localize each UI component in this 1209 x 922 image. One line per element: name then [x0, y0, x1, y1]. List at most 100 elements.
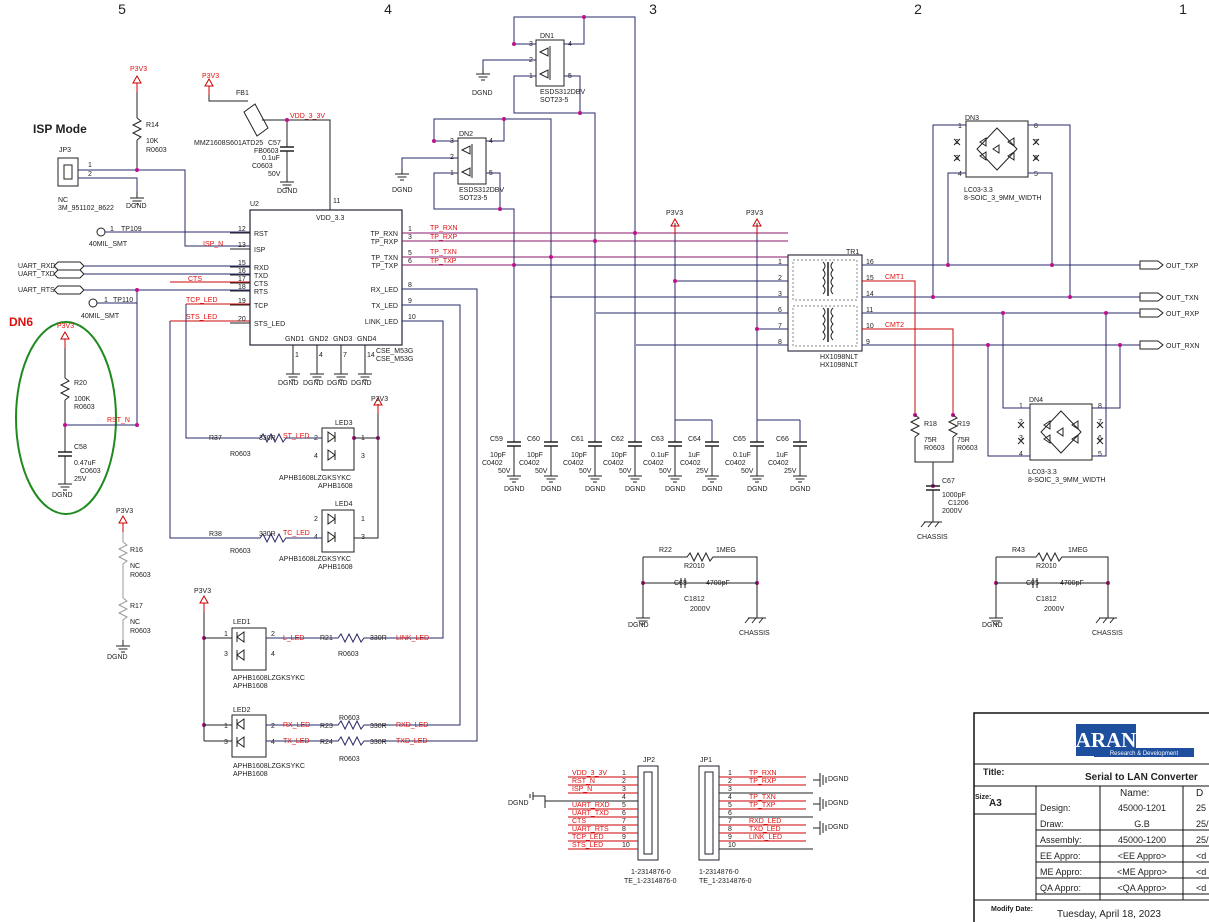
u2-left-pin-name: RXD: [254, 265, 269, 272]
u2-ref: U2: [250, 201, 259, 208]
jp3-gnd-label: DGND: [126, 203, 147, 210]
cap-voltage: 50V: [579, 468, 592, 475]
led-p3v3: P3V3: [371, 396, 388, 403]
u2-gnd-pin-name: GND1: [285, 336, 305, 343]
r17-value: NC: [130, 619, 140, 626]
r43-value: 1MEG: [1068, 547, 1088, 554]
tr1-right-pin: 10: [866, 323, 874, 330]
dn4-pin6: 6: [1098, 435, 1102, 442]
jp2-pin-number: 8: [622, 826, 626, 833]
led4-pn: APHB1608LZGKSYKC: [279, 556, 351, 563]
dn3-wires: [932, 124, 1071, 297]
r14-pkg: R0603: [146, 147, 167, 154]
jp2-signal: VDD_3_3V: [572, 770, 607, 777]
jp2-connector: JP2 1-2314876-0 TE_1-2314876-0: [624, 757, 677, 885]
junction-dot: [986, 343, 990, 347]
cts-net-label: CTS: [188, 276, 202, 283]
dn3-pin4: 4: [958, 171, 962, 178]
jp2-pn: 1-2314876-0: [631, 869, 671, 876]
c67-ref: C67: [942, 478, 955, 485]
led3-led4-anode-wire: [354, 404, 379, 539]
led2-pin4: 4: [271, 739, 275, 746]
jp1-pin-number: 4: [728, 794, 732, 801]
title-row-value: G.B: [1134, 819, 1150, 829]
led3-ref: LED3: [335, 420, 353, 427]
c95-value: 4700pF: [1060, 580, 1084, 587]
led3-bicolor: LED3 APHB1608LZGKSYKC APHB1608 2 4 1 3: [279, 420, 365, 490]
title-row-label: EE Appro:: [1040, 851, 1081, 861]
u2-pn-2: CSE_M53G: [376, 356, 413, 363]
title-row-label: Design:: [1040, 803, 1071, 813]
c57-value: 0.1uF: [262, 155, 280, 162]
r38-pkg: R0603: [230, 548, 251, 555]
led1-pkg: APHB1608: [233, 683, 268, 690]
junction-dot: [512, 263, 516, 267]
jp2-pin-number: 6: [622, 810, 626, 817]
dn3-pkg: 8-SOIC_3_9MM_WIDTH: [964, 195, 1041, 202]
jp1-signal: TP_TXP: [749, 802, 776, 809]
jp3-gnd-wire: [78, 177, 138, 192]
led4-bicolor: LED4 APHB1608LZGKSYKC APHB1608 2 4 1 3: [279, 501, 365, 571]
c95-ref: C95: [1026, 580, 1039, 587]
column-marker-4: 4: [384, 1, 392, 17]
dn1-pin4-wire: [514, 17, 585, 45]
jp1-signal: TP_TXN: [749, 794, 776, 801]
title-row-value: <QA Appro>: [1117, 883, 1166, 893]
led1-pin3: 3: [224, 651, 228, 658]
cap-voltage: 50V: [659, 468, 672, 475]
tr1-right-pin: 15: [866, 275, 874, 282]
r38-ref: R38: [209, 531, 222, 538]
r37-pkg: R0603: [230, 451, 251, 458]
r14-ref: R14: [146, 122, 159, 129]
u2-left-pin-number: 17: [238, 276, 246, 283]
u2-right-pin-number: 3: [408, 234, 412, 241]
title-row-date: <d: [1196, 883, 1206, 893]
led3-pin4: 4: [314, 453, 318, 460]
dn4-pn: LC03-3.3: [1028, 469, 1057, 476]
r22-value: 1MEG: [716, 547, 736, 554]
led2-pkg: APHB1608: [233, 771, 268, 778]
dn1-gnd-label: DGND: [472, 90, 493, 97]
jp2-signal: UART_TXD: [572, 810, 609, 817]
tr1-right-pin: 16: [866, 259, 874, 266]
fb1-ferrite: FB1 MMZ1608S601ATD25 FB0603: [194, 90, 331, 210]
led3-pn: APHB1608LZGKSYKC: [279, 475, 351, 482]
dn1-pin5-wire: [564, 75, 581, 113]
title-value: Serial to LAN Converter: [1085, 772, 1198, 783]
cmt1-wire: [862, 280, 916, 415]
r16-p3v3: P3V3: [116, 508, 133, 515]
r23-resistor: [266, 719, 402, 731]
column-marker-5: 5: [118, 1, 126, 17]
led2-bicolor: LED2 APHB1608LZGKSYKC APHB1608 1 3 2 4: [224, 707, 305, 778]
dn4-pin4: 4: [1019, 451, 1023, 458]
title-row-value: 45000-1201: [1118, 803, 1166, 813]
tp110-pkg: 40MIL_SMT: [81, 313, 120, 320]
jp1-pn: 1-2314876-0: [699, 869, 739, 876]
dn4-pin7: 7: [1098, 419, 1102, 426]
tr1-left-pin: 8: [778, 339, 782, 346]
jp2-pin-number: 4: [622, 794, 626, 801]
cap-voltage: 50V: [535, 468, 548, 475]
u2-right-pin-name: TP_TXP: [372, 263, 399, 270]
cap-pkg: C0402: [482, 460, 503, 467]
r17-gnd-label: DGND: [107, 654, 128, 661]
u2-vdd: VDD_3.3: [316, 215, 345, 222]
junction-dot: [578, 111, 582, 115]
u2-left-pin-name: TXD: [254, 273, 268, 280]
isp-mode-heading: ISP Mode: [33, 122, 87, 136]
led12-p3v3: P3V3: [194, 588, 211, 595]
l-led-net-label: L_LED: [283, 635, 304, 642]
c95-voltage: 2000V: [1044, 606, 1065, 613]
cap-gnd-label: DGND: [504, 486, 525, 493]
c68-ref: C68: [674, 580, 687, 587]
dn3-pn: LC03-3.3: [964, 187, 993, 194]
title-row-label: Assembly:: [1040, 835, 1082, 845]
r16-pkg: R0603: [130, 572, 151, 579]
cap-pkg: C0402: [563, 460, 584, 467]
c58-voltage: 25V: [74, 476, 87, 483]
r43-gnd-label: DGND: [982, 622, 1003, 629]
